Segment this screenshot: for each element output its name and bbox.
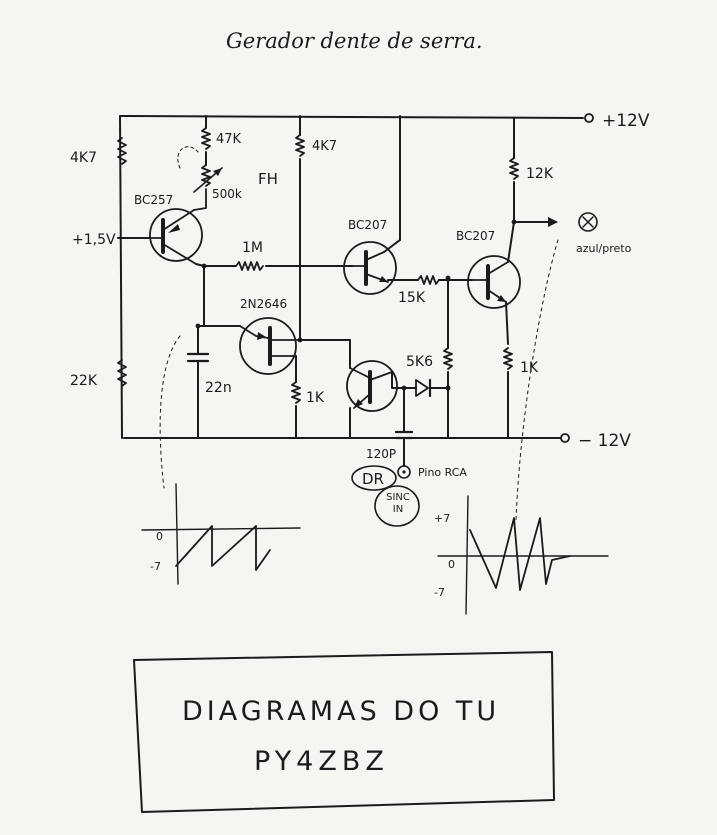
transistor-discharge	[346, 360, 398, 412]
resistor-4k7-left-label: 4K7	[70, 150, 97, 166]
resistor-1k-ujt	[291, 381, 301, 404]
resistor-15k	[417, 275, 440, 285]
transistor-2n2646-label: 2N2646	[240, 297, 287, 311]
waveform-right	[437, 495, 609, 615]
transistor-bc207-b	[467, 255, 521, 309]
transistor-2n2646	[239, 317, 301, 375]
transistor-bc207-b-label: BC207	[456, 229, 495, 243]
resistor-1k-ujt-label: 1K	[306, 390, 325, 406]
leader-line-left	[159, 335, 181, 489]
resistor-22k-label: 22K	[70, 373, 98, 389]
transistor-bc257-label: BC257	[134, 193, 173, 207]
transistor-bc207-a	[343, 241, 397, 295]
capacitor-120p-label: 120P	[366, 447, 396, 461]
resistor-1m	[235, 261, 264, 271]
resistor-5k6-label: 5K6	[406, 354, 433, 370]
output-label: azul/preto	[576, 242, 632, 255]
output-terminal-icon	[578, 212, 598, 232]
capacitor-22n-label: 22n	[205, 380, 232, 396]
resistor-4k7-mid-label: 4K7	[312, 139, 337, 154]
potentiometer-500k	[201, 164, 211, 187]
rca-jack-label: Pino RCA	[418, 466, 467, 479]
left-vertical-bus	[119, 115, 123, 439]
resistor-22k	[117, 359, 127, 387]
resistor-5k6	[443, 347, 453, 370]
bias-input-label: +1,5V	[72, 232, 116, 248]
adjust-arrow-icon	[177, 146, 199, 169]
diode	[415, 379, 429, 397]
transistor-bc257	[149, 208, 203, 265]
author-stamp-box	[133, 651, 555, 813]
resistor-47k	[201, 127, 211, 150]
positive-supply-label: +12V	[602, 111, 650, 131]
sync-badge	[374, 485, 420, 527]
transistor-bc207-a-label: BC207	[348, 218, 387, 232]
resistor-12k-label: 12K	[526, 166, 554, 182]
supply-rails	[119, 115, 584, 439]
waveform-left-zero: 0	[156, 530, 163, 543]
resistor-4k7-left	[117, 137, 127, 165]
author-stamp-line1: DIAGRAMAS DO TU	[182, 696, 500, 727]
rca-jack-icon	[397, 465, 411, 479]
positive-rail	[119, 115, 584, 119]
author-stamp-line2: PY4ZBZ	[254, 746, 389, 777]
resistor-15k-label: 15K	[398, 290, 426, 306]
potentiometer-500k-label: 500k	[212, 187, 242, 201]
resistor-1m-label: 1M	[242, 240, 263, 256]
resistor-1k-out	[503, 347, 513, 370]
resistor-4k7-mid	[295, 134, 305, 157]
waveform-left-neg: -7	[150, 560, 161, 573]
waveform-left	[141, 483, 301, 585]
dr-badge	[351, 465, 397, 491]
dr-label: DR	[362, 470, 384, 488]
page-title: Gerador dente de serra.	[226, 29, 483, 53]
waveform-right-zero: 0	[448, 558, 455, 571]
resistor-1k-out-label: 1K	[520, 360, 539, 376]
leader-line-right	[515, 239, 559, 521]
negative-supply-label: − 12V	[578, 431, 631, 451]
negative-terminal-icon	[560, 433, 570, 443]
waveform-right-pos: +7	[434, 512, 450, 525]
resistor-12k	[509, 157, 519, 180]
resistor-47k-label: 47K	[216, 132, 242, 147]
positive-terminal-icon	[584, 113, 594, 123]
waveform-right-neg: -7	[434, 586, 445, 599]
fh-label: FH	[258, 170, 278, 188]
sync-label: SINC IN	[386, 492, 410, 515]
